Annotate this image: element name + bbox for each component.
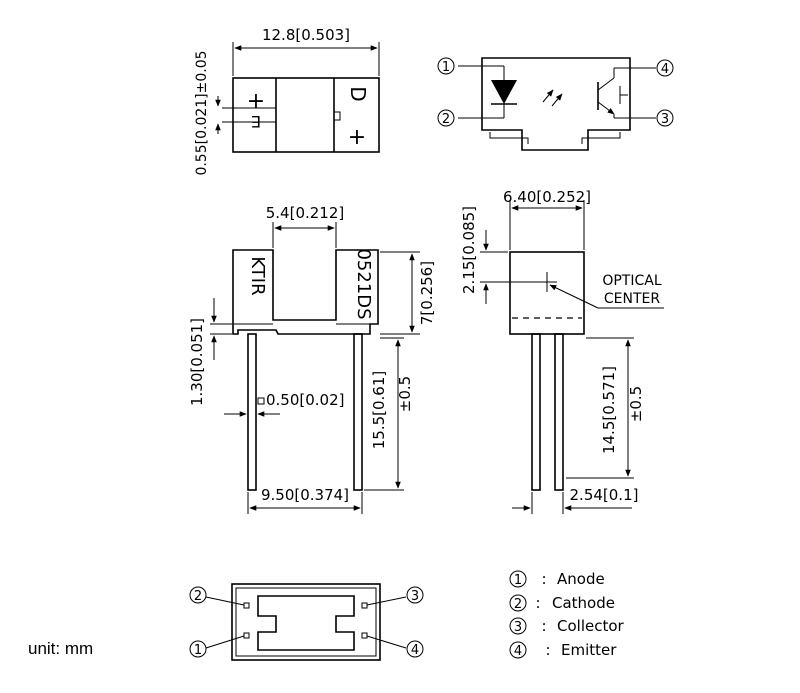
schematic-pin4: 4 (661, 62, 669, 77)
side-view-width-dim: 6.40[0.252] (503, 188, 591, 206)
bottom-pad-2 (243, 602, 250, 609)
legend-num: 2 (514, 597, 522, 612)
legend-num: 1 (514, 573, 522, 588)
top-view-thickness-dim: 0.55[0.021]±0.05 (194, 50, 210, 175)
legend-name: Cathode (552, 594, 615, 612)
side-view-center-dim: 2.15[0.085] (460, 206, 478, 294)
legend-sep: : (541, 617, 546, 635)
bottom-pad-4 (361, 632, 368, 639)
top-view: E + D + 12.8[0.503] 0.55[0.021]±0.05 (194, 26, 380, 176)
bottom-pad-1 (243, 632, 250, 639)
legend-sep: : (545, 641, 550, 659)
schematic-pin1: 1 (442, 60, 450, 75)
legend-item: 1 : Anode (509, 570, 605, 588)
top-view-plus-left: + (247, 89, 265, 114)
bottom-view-pin3: 3 (411, 589, 419, 604)
legend-name: Collector (557, 617, 625, 635)
front-view-marking-right: 0521DS (353, 248, 374, 319)
optical-center-label-2: CENTER (604, 291, 660, 307)
front-view-step-dim: 1.30[0.051] (188, 318, 206, 406)
top-view-label-d: D (346, 86, 370, 101)
legend-item: 3 : Collector (509, 617, 625, 635)
bottom-view-pin1: 1 (194, 643, 202, 658)
schematic-pin2: 2 (442, 112, 450, 127)
legend-item: 4 : Emitter (509, 641, 617, 659)
front-view-marking-left: KTIR (247, 256, 268, 295)
top-view-width-dim: 12.8[0.503] (262, 26, 350, 44)
legend-sep: : (535, 594, 540, 612)
top-view-body (232, 77, 380, 153)
legend-name: Emitter (561, 641, 617, 659)
unit-label: unit: mm (28, 639, 93, 658)
front-view-pitch-dim: 9.50[0.374] (261, 486, 349, 504)
light-rays-icon (542, 89, 563, 107)
side-view-lead-tolerance: ±0.5 (627, 386, 645, 422)
optical-center-label-1: OPTICAL (602, 273, 661, 289)
front-view-lead-tolerance: ±0.5 (396, 376, 414, 412)
bottom-pad-3 (361, 602, 368, 609)
side-view: 6.40[0.252] 2.15[0.085] OPTICAL CENTER 1… (460, 188, 664, 514)
front-view-height-dim: 7[0.256] (418, 261, 436, 325)
phototransistor-icon (597, 67, 656, 119)
bottom-view-pin2: 2 (194, 589, 202, 604)
legend-sep: : (541, 570, 546, 588)
side-view-body (509, 251, 585, 335)
front-view-lead-dim: 0.50[0.02] (266, 391, 345, 409)
side-view-lead-length-dim: 14.5[0.571] (600, 366, 618, 454)
schematic-pin3: 3 (661, 112, 669, 127)
front-view-lead-length-dim: 15.5[0.61] (370, 371, 388, 450)
bottom-view-inner (257, 595, 355, 651)
front-view: KTIR 0521DS 5.4[0.212] 7[0.256] 1.30[0.0… (188, 204, 436, 514)
legend-num: 4 (514, 644, 522, 659)
bottom-view-outer (231, 583, 381, 661)
side-view-pitch-dim: 2.54[0.1] (570, 486, 639, 504)
top-view-plus-right: + (348, 125, 366, 150)
bottom-view: 2 1 3 4 (189, 583, 424, 661)
schematic: 1 2 4 3 (437, 57, 674, 151)
legend-name: Anode (557, 570, 605, 588)
bottom-view-pin4: 4 (411, 643, 419, 658)
front-view-slot-dim: 5.4[0.212] (266, 204, 345, 222)
legend-item: 2 : Cathode (509, 594, 615, 612)
led-diode-icon (491, 80, 517, 104)
legend-num: 3 (514, 620, 522, 635)
pin-legend: 1 : Anode 2 : Cathode 3 : Collector 4 : … (509, 570, 625, 659)
top-view-label-e: E (251, 112, 261, 131)
